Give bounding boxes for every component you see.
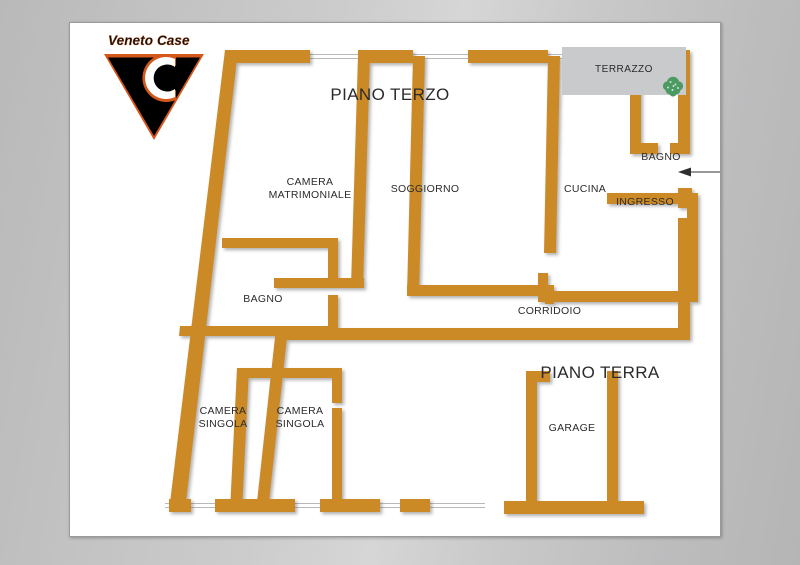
room-label-bagno-upper: BAGNO [641, 151, 681, 163]
room-label-camera-singola-2: CAMERA SINGOLA [275, 405, 325, 430]
floor-title-lower: PIANO TERRA [540, 363, 660, 382]
entrance-direction-arrow [678, 167, 720, 177]
room-label-ingresso: INGRESSO [616, 196, 674, 208]
room-label-camera-singola-1: CAMERA SINGOLA [198, 405, 248, 430]
shrub-icon [662, 76, 684, 97]
veneto-case-logo: Veneto Case [100, 33, 220, 143]
room-label-cucina: CUCINA [563, 183, 607, 195]
veneto-case-triangle-c-mark [104, 54, 204, 140]
floorplan-drawing [165, 50, 720, 514]
logo-wordmark: Veneto Case [108, 33, 190, 48]
floor-title-upper: PIANO TERZO [330, 85, 450, 104]
room-label-garage: GARAGE [548, 422, 596, 434]
floorplan-card: Veneto Case [69, 22, 721, 537]
room-label-soggiorno: SOGGIORNO [390, 183, 460, 195]
room-label-camera-matrimoniale: CAMERA MATRIMONIALE [268, 176, 352, 201]
room-label-bagno-lower: BAGNO [243, 293, 283, 305]
terrazzo-label: TERRAZZO [595, 64, 653, 75]
room-label-corridoio: CORRIDOIO [517, 305, 582, 317]
wall-group [169, 50, 698, 514]
